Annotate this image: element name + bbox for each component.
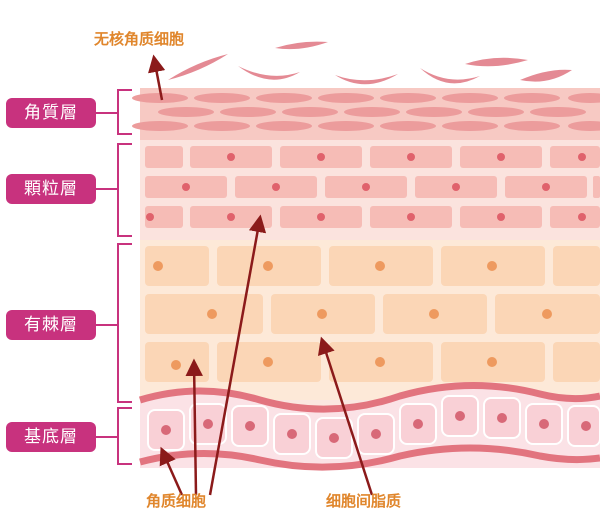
arrow-to-anucleate-cells	[148, 54, 166, 101]
bracket-granulosum	[117, 143, 132, 237]
layer-tag-stratum-granulosum: 顆粒層	[6, 174, 96, 204]
bracket-corneum	[117, 89, 132, 135]
arrow-to-spinous-cell	[185, 358, 203, 496]
flaking-cells	[168, 41, 572, 85]
layer-tag-stratum-basale: 基底層	[6, 422, 96, 452]
stratum-granulosum-cells	[140, 140, 600, 240]
layer-tag-stratum-spinosum: 有棘層	[6, 310, 96, 340]
anucleate-corneocyte-label: 无核角质细胞	[94, 30, 185, 48]
stratum-corneum-cells	[132, 88, 600, 140]
stratum-basale-cells	[138, 382, 600, 471]
arrow-to-basal-cell	[159, 446, 184, 496]
annotation-arrows	[148, 54, 374, 496]
layer-brackets	[96, 89, 132, 465]
bracket-spinosum	[117, 243, 132, 403]
intercellular-lipid-label: 细胞间脂质	[326, 492, 402, 510]
layer-tag-stratum-corneum: 角質層	[6, 98, 96, 128]
bracket-basale	[117, 407, 132, 465]
corneocyte-label: 角质细胞	[146, 492, 207, 510]
stratum-spinosum-cells	[140, 240, 600, 400]
arrow-to-intercellular-lipid	[317, 336, 374, 496]
arrow-to-granular-cell	[208, 214, 267, 496]
